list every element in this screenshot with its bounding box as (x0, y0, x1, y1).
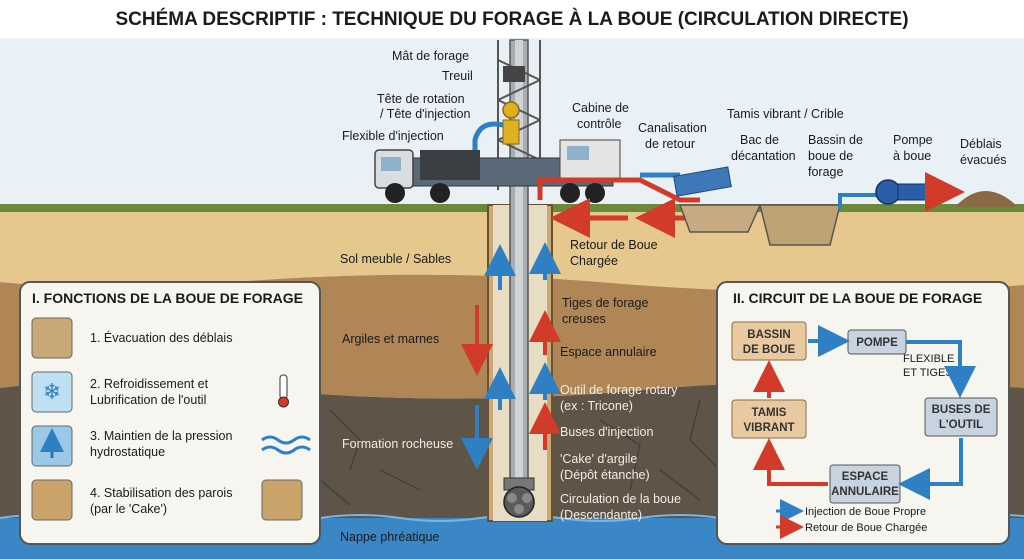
svg-text:❄: ❄ (43, 379, 61, 404)
label-pompe-2: à boue (893, 149, 931, 163)
function-1: 1. Évacuation des déblais (90, 330, 232, 345)
label-sol: Sol meuble / Sables (340, 252, 451, 266)
label-flexible: Flexible d'injection (342, 129, 444, 143)
label-bassin-1: Bassin de (808, 133, 863, 147)
label-tete-1: Tête de rotation (377, 92, 465, 106)
circuit-flex-1: FLEXIBLE (903, 353, 954, 365)
label-retour-1: Retour de Boue (570, 238, 658, 252)
label-pompe-1: Pompe (893, 133, 933, 147)
label-retour-2: Chargée (570, 254, 618, 268)
function-3b: hydrostatique (90, 445, 165, 459)
thermometer-icon (278, 374, 289, 408)
label-bac-1: Bac de (740, 133, 779, 147)
label-tamis: Tamis vibrant / Crible (727, 107, 844, 121)
label-tiges-1: Tiges de forage (562, 296, 648, 310)
function-4b: (par le 'Cake') (90, 502, 167, 516)
label-tiges-2: creuses (562, 312, 606, 326)
label-outil-2: (ex : Tricone) (560, 399, 633, 413)
return-line (537, 177, 700, 203)
rotary-head (502, 101, 520, 145)
panel-circuit: II. CIRCUIT DE LA BOUE DE FORAGE BASSIN … (716, 281, 1010, 545)
panel-functions-title: I. FONCTIONS DE LA BOUE DE FORAGE (32, 290, 303, 306)
snowflake-icon (31, 371, 73, 413)
cuttings-icon (31, 317, 73, 359)
wall-icon-2 (261, 479, 303, 521)
function-2a: 2. Refroidissement et (90, 377, 209, 391)
label-roche: Formation rocheuse (342, 437, 453, 451)
drill-pipe-bore (515, 40, 523, 480)
label-cake-2: (Dépôt étanche) (560, 468, 650, 482)
label-treuil: Treuil (442, 69, 473, 83)
panel-functions: I. FONCTIONS DE LA BOUE DE FORAGE ❄ 1. É… (19, 281, 321, 545)
label-circ-1: Circulation de la boue (560, 492, 681, 506)
label-cake-1: 'Cake' d'argile (560, 452, 637, 466)
label-bassin-2: boue de (808, 149, 853, 163)
function-2b: Lubrification de l'outil (90, 393, 206, 407)
page-title: SCHÉMA DESCRIPTIF : TECHNIQUE DU FORAGE … (115, 8, 908, 30)
panel-circuit-title: II. CIRCUIT DE LA BOUE DE FORAGE (733, 290, 982, 306)
legend-return: Retour de Boue Chargée (805, 522, 927, 534)
label-nappe: Nappe phréatique (340, 530, 439, 544)
label-cabine-1: Cabine de (572, 101, 629, 115)
circuit-espace-1: ESPACE (842, 471, 889, 483)
mud-pump (875, 179, 927, 205)
circuit-buses-1: BUSES DE (932, 404, 991, 416)
wall-icon (31, 479, 73, 521)
wave-icon (261, 435, 311, 455)
label-deblais-2: évacués (960, 153, 1007, 167)
label-tete-2: / Tête d'injection (380, 107, 470, 121)
circuit-bassin-1: BASSIN (747, 329, 790, 341)
label-deblais-1: Déblais (960, 137, 1002, 151)
circuit-bassin-2: DE BOUE (743, 344, 796, 356)
label-argiles: Argiles et marnes (342, 332, 439, 346)
label-canal-2: de retour (645, 137, 695, 151)
function-3a: 3. Maintien de la pression (90, 429, 232, 443)
mud-pit (759, 204, 841, 246)
injection-hose (472, 121, 504, 180)
label-canal-1: Canalisation (638, 121, 707, 135)
circuit-espace-2: ANNULAIRE (831, 486, 899, 498)
function-4a: 4. Stabilisation des parois (90, 486, 232, 500)
circuit-tamis-1: TAMIS (752, 407, 787, 419)
hole-flow-arrows (461, 242, 561, 470)
circuit-pompe: POMPE (856, 337, 898, 349)
cuttings-pile (955, 191, 1018, 207)
label-bac-2: décantation (731, 149, 796, 163)
label-circ-2: (Descendante) (560, 508, 642, 522)
label-espace: Espace annulaire (560, 345, 657, 359)
rock-cracks (319, 399, 721, 506)
circuit-buses-2: L'OUTIL (939, 419, 983, 431)
label-outil-1: Outil de forage rotary (560, 383, 678, 397)
label-bassin-3: forage (808, 165, 843, 179)
label-buses: Buses d'injection (560, 425, 653, 439)
label-cabine-2: contrôle (577, 117, 622, 131)
legend-inject: Injection de Boue Propre (805, 506, 926, 518)
vibrating-screen (673, 166, 732, 197)
label-mat: Mât de forage (392, 49, 469, 63)
settling-tank (678, 204, 762, 233)
circuit-flex-2: ET TIGES (903, 367, 953, 379)
circuit-tamis-2: VIBRANT (743, 422, 794, 434)
drill-bit (503, 477, 535, 518)
winch (503, 66, 525, 82)
